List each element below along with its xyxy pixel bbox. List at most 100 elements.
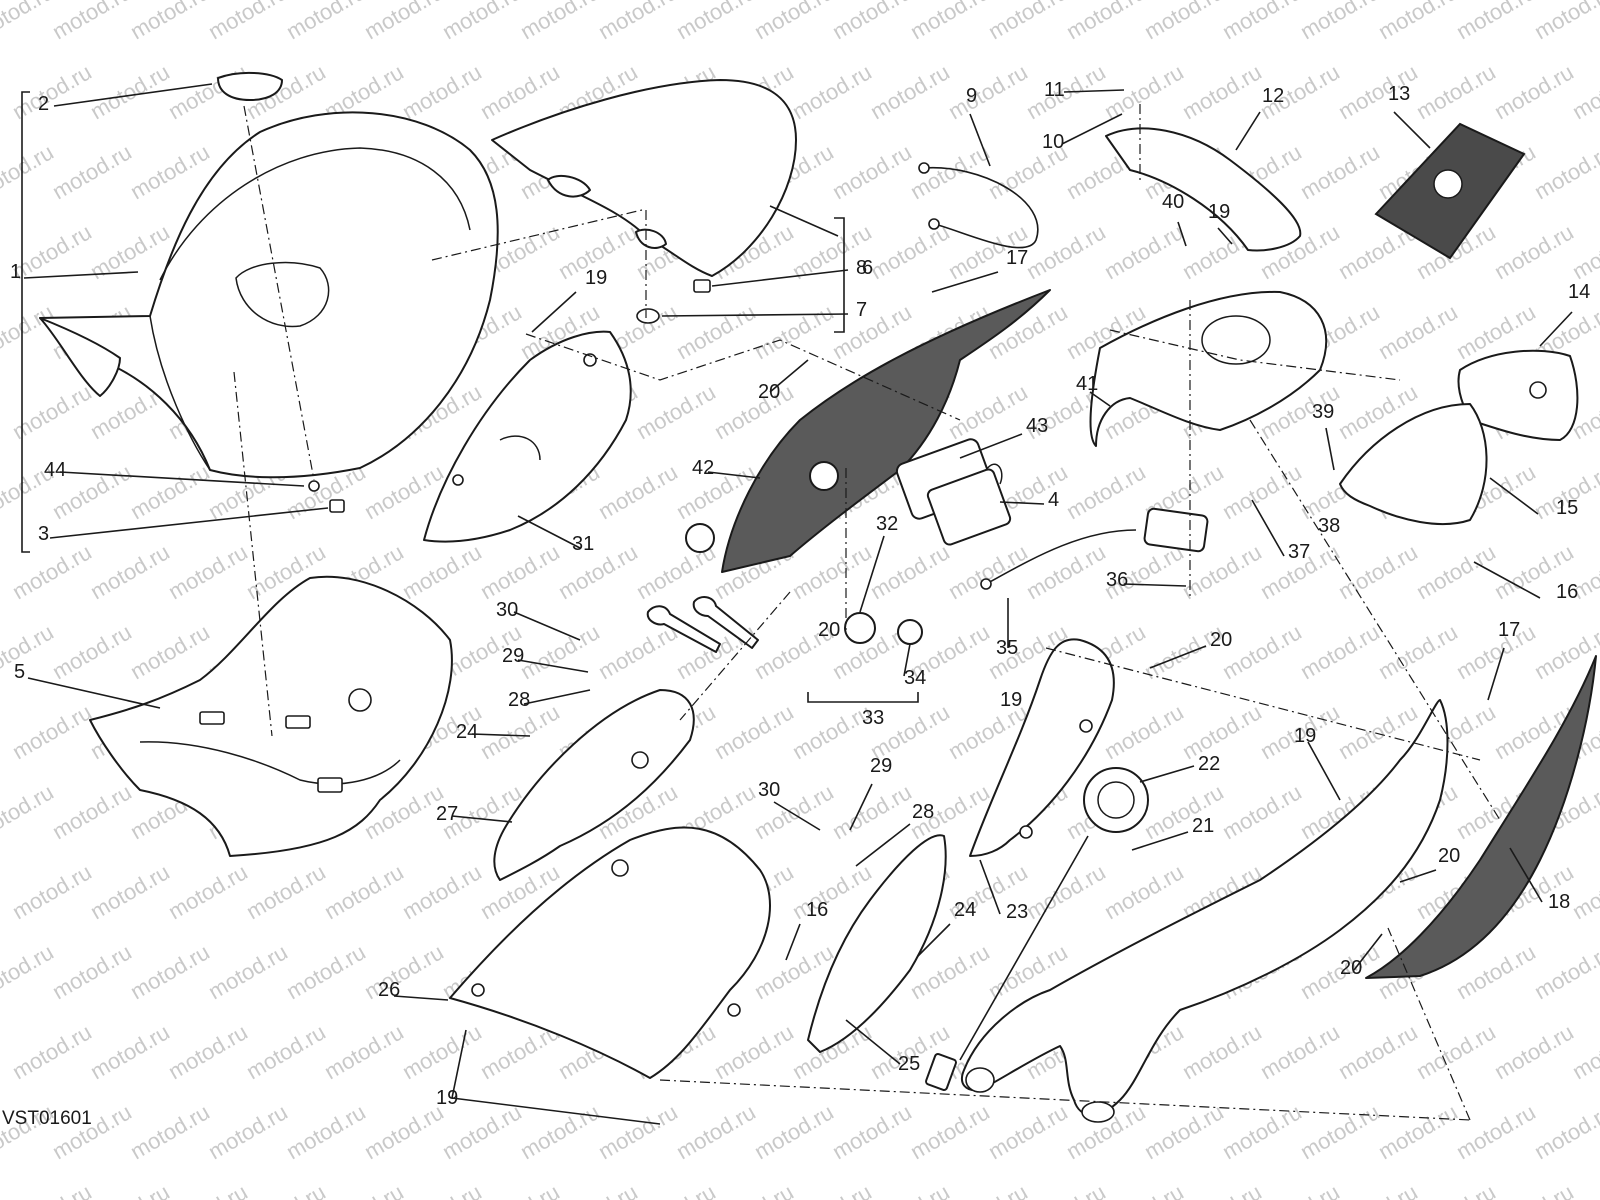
callout-39: 39: [1312, 401, 1334, 423]
watermark-text: motod.ru: [1374, 0, 1462, 44]
watermark-text: motod.ru: [984, 1099, 1072, 1164]
callout-32: 32: [876, 513, 898, 535]
sensor-wheel: [925, 767, 1149, 1091]
callout-3: 3: [38, 523, 49, 545]
bracket-6: [834, 217, 845, 333]
callout-33: 33: [862, 707, 884, 729]
callout-19: 19: [585, 267, 607, 289]
side-trim-left: [493, 689, 695, 881]
watermark-text: motod.ru: [906, 0, 994, 44]
watermark-text: motod.ru: [398, 859, 486, 924]
callout-9: 9: [966, 85, 977, 107]
watermark-text: motod.ru: [1022, 859, 1110, 924]
callout-8: 8: [856, 257, 867, 279]
watermark-text: motod.ru: [516, 0, 604, 44]
watermark-text: motod.ru: [1296, 619, 1384, 684]
callout-30: 30: [496, 599, 518, 621]
watermark-text: motod.ru: [1412, 1179, 1500, 1200]
release-cable: [918, 162, 1039, 249]
alignment-lines: [233, 104, 1501, 1121]
seat-pan: [89, 575, 453, 857]
watermark-text: motod.ru: [438, 0, 526, 44]
callout-44: 44: [44, 459, 66, 481]
watermark-text: motod.ru: [1490, 59, 1578, 124]
watermark-text: motod.ru: [1022, 219, 1110, 284]
callout-17: 17: [1498, 619, 1520, 641]
watermark-text: motod.ru: [86, 539, 174, 604]
passenger-seat: [491, 79, 797, 324]
watermark-text: motod.ru: [1530, 939, 1600, 1004]
watermark-text: motod.ru: [1296, 139, 1384, 204]
watermark-text: motod.ru: [282, 939, 370, 1004]
watermark-text: motod.ru: [282, 1099, 370, 1164]
watermark-text: motod.ru: [164, 539, 252, 604]
watermark-text: motod.ru: [1256, 1019, 1344, 1084]
watermark-text: motod.ru: [320, 859, 408, 924]
callout-34: 34: [904, 667, 926, 689]
callout-38: 38: [1318, 515, 1340, 537]
drawing-code: VST01601: [2, 1108, 92, 1129]
tail-light: [1339, 349, 1579, 526]
callout-35: 35: [996, 637, 1018, 659]
watermark-text: motod.ru: [1530, 0, 1600, 44]
watermark-text: motod.ru: [1022, 539, 1110, 604]
watermark-text: motod.ru: [710, 1019, 798, 1084]
callout-24: 24: [456, 721, 478, 743]
watermark-text: motod.ru: [476, 1179, 564, 1200]
watermark-text: motod.ru: [438, 1099, 526, 1164]
watermark-text: motod.ru: [1256, 1179, 1344, 1200]
watermark-text: motod.ru: [632, 379, 720, 444]
watermark-text: motod.ru: [8, 1179, 96, 1200]
watermark-text: motod.ru: [1178, 699, 1266, 764]
watermark-text: motod.ru: [710, 699, 798, 764]
watermark-text: motod.ru: [48, 779, 136, 844]
watermark-text: motod.ru: [750, 299, 838, 364]
watermark-text: motod.ru: [944, 539, 1032, 604]
watermark-text: motod.ru: [86, 859, 174, 924]
watermark-text: motod.ru: [1218, 1099, 1306, 1164]
callout-13: 13: [1388, 83, 1410, 105]
watermark-text: motod.ru: [1568, 859, 1600, 924]
tail-bracket: [1089, 290, 1328, 447]
callout-2: 2: [38, 93, 49, 115]
callout-28: 28: [912, 801, 934, 823]
callout-20: 20: [818, 619, 840, 641]
watermark-text: motod.ru: [1334, 1019, 1422, 1084]
watermark-text: motod.ru: [0, 139, 58, 204]
watermark-text: motod.ru: [86, 1179, 174, 1200]
callout-40: 40: [1162, 191, 1184, 213]
tail-cover-left: [721, 289, 1051, 573]
right-side-panel: [969, 638, 1115, 857]
watermark-text: motod.ru: [8, 699, 96, 764]
watermark-text: motod.ru: [242, 1019, 330, 1084]
watermark-text: motod.ru: [1296, 1099, 1384, 1164]
callout-15: 15: [1556, 497, 1578, 519]
watermark-text: motod.ru: [788, 1179, 876, 1200]
watermark-text: motod.ru: [1412, 59, 1500, 124]
callout-23: 23: [1006, 901, 1028, 923]
watermark-text: motod.ru: [1022, 1179, 1110, 1200]
watermark-text: motod.ru: [866, 219, 954, 284]
watermark-text: motod.ru: [1452, 0, 1540, 44]
watermark-text: motod.ru: [398, 1179, 486, 1200]
callout-36: 36: [1106, 569, 1128, 591]
watermark-text: motod.ru: [242, 859, 330, 924]
watermark-text: motod.ru: [1568, 1019, 1600, 1084]
watermark-text: motod.ru: [828, 139, 916, 204]
watermark-text: motod.ru: [1218, 459, 1306, 524]
callout-20: 20: [758, 381, 780, 403]
watermark-text: motod.ru: [8, 379, 96, 444]
watermark-text: motod.ru: [204, 0, 292, 44]
callout-16: 16: [806, 899, 828, 921]
callout-19: 19: [1294, 725, 1316, 747]
watermark-text: motod.ru: [1140, 1099, 1228, 1164]
watermark-text: motod.ru: [0, 299, 58, 364]
watermark-text: motod.ru: [360, 1099, 448, 1164]
callout-27: 27: [436, 803, 458, 825]
watermark-text: motod.ru: [164, 859, 252, 924]
watermark-text: motod.ru: [8, 539, 96, 604]
callout-12: 12: [1262, 85, 1284, 107]
seat-latch: [980, 507, 1209, 590]
watermark-text: motod.ru: [1140, 779, 1228, 844]
rear-subframe: [961, 699, 1449, 1123]
